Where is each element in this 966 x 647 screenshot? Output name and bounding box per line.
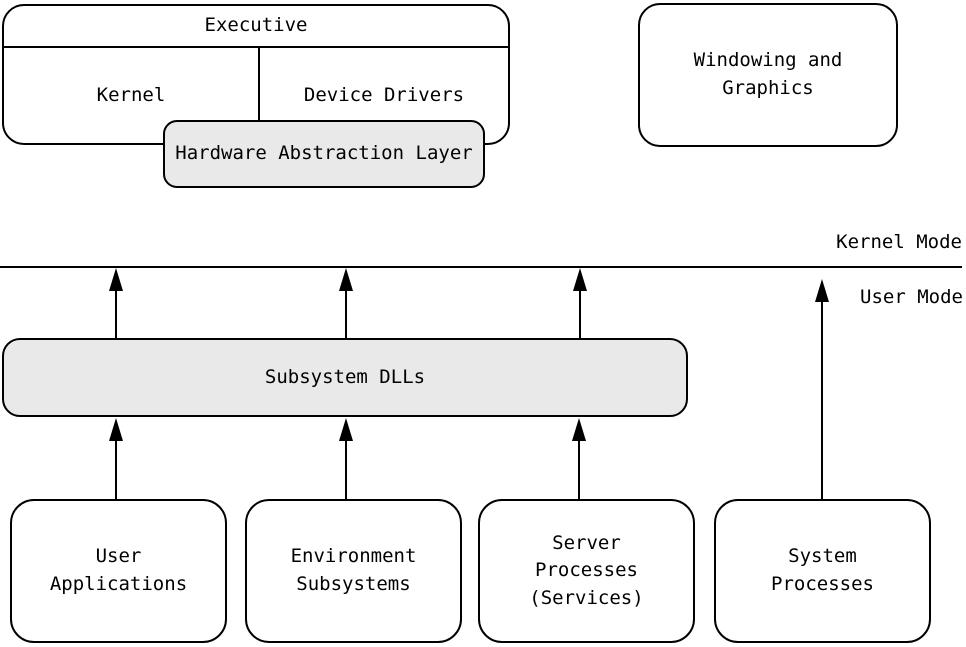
arrow-server-processes-to-dlls: [572, 418, 586, 499]
executive-label: Executive: [204, 14, 308, 37]
arrow-system-processes-to-kernel: [815, 279, 829, 499]
executive-lower-row: Kernel Device Drivers: [4, 48, 508, 143]
mode-divider-line: [0, 266, 962, 268]
arrow-subsystem-to-kernel-2: [339, 268, 353, 338]
subsystem-dlls-box: Subsystem DLLs: [2, 338, 688, 417]
hardware-abstraction-layer-box: Hardware Abstraction Layer: [163, 120, 485, 188]
arrow-subsystem-to-kernel-3: [573, 268, 587, 338]
arrow-env-subsystems-to-dlls: [339, 418, 353, 499]
user-applications-label: User Applications: [49, 545, 188, 595]
hal-label: Hardware Abstraction Layer: [175, 142, 473, 165]
arrow-user-apps-to-dlls: [109, 418, 123, 499]
kernel-cell: Kernel: [4, 48, 260, 143]
environment-subsystems-box: Environment Subsystems: [245, 499, 462, 643]
subsystem-dlls-label: Subsystem DLLs: [264, 365, 426, 388]
executive-band: Executive: [4, 6, 508, 48]
system-processes-label: System Processes: [771, 545, 874, 595]
system-processes-box: System Processes: [714, 499, 931, 643]
windowing-graphics-label: Windowing and Graphics: [693, 49, 843, 99]
device-drivers-label: Device Drivers: [303, 83, 465, 106]
environment-subsystems-label: Environment Subsystems: [290, 545, 417, 595]
kernel-mode-label: Kernel Mode: [836, 231, 962, 253]
server-processes-box: Server Processes (Services): [478, 499, 695, 643]
user-applications-box: User Applications: [10, 499, 227, 643]
device-drivers-cell: Device Drivers: [260, 48, 508, 143]
arrow-subsystem-to-kernel-1: [109, 268, 123, 338]
windowing-graphics-box: Windowing and Graphics: [638, 3, 898, 147]
user-mode-label: User Mode: [860, 286, 963, 308]
kernel-label: Kernel: [96, 83, 166, 106]
server-processes-label: Server Processes (Services): [529, 531, 644, 609]
